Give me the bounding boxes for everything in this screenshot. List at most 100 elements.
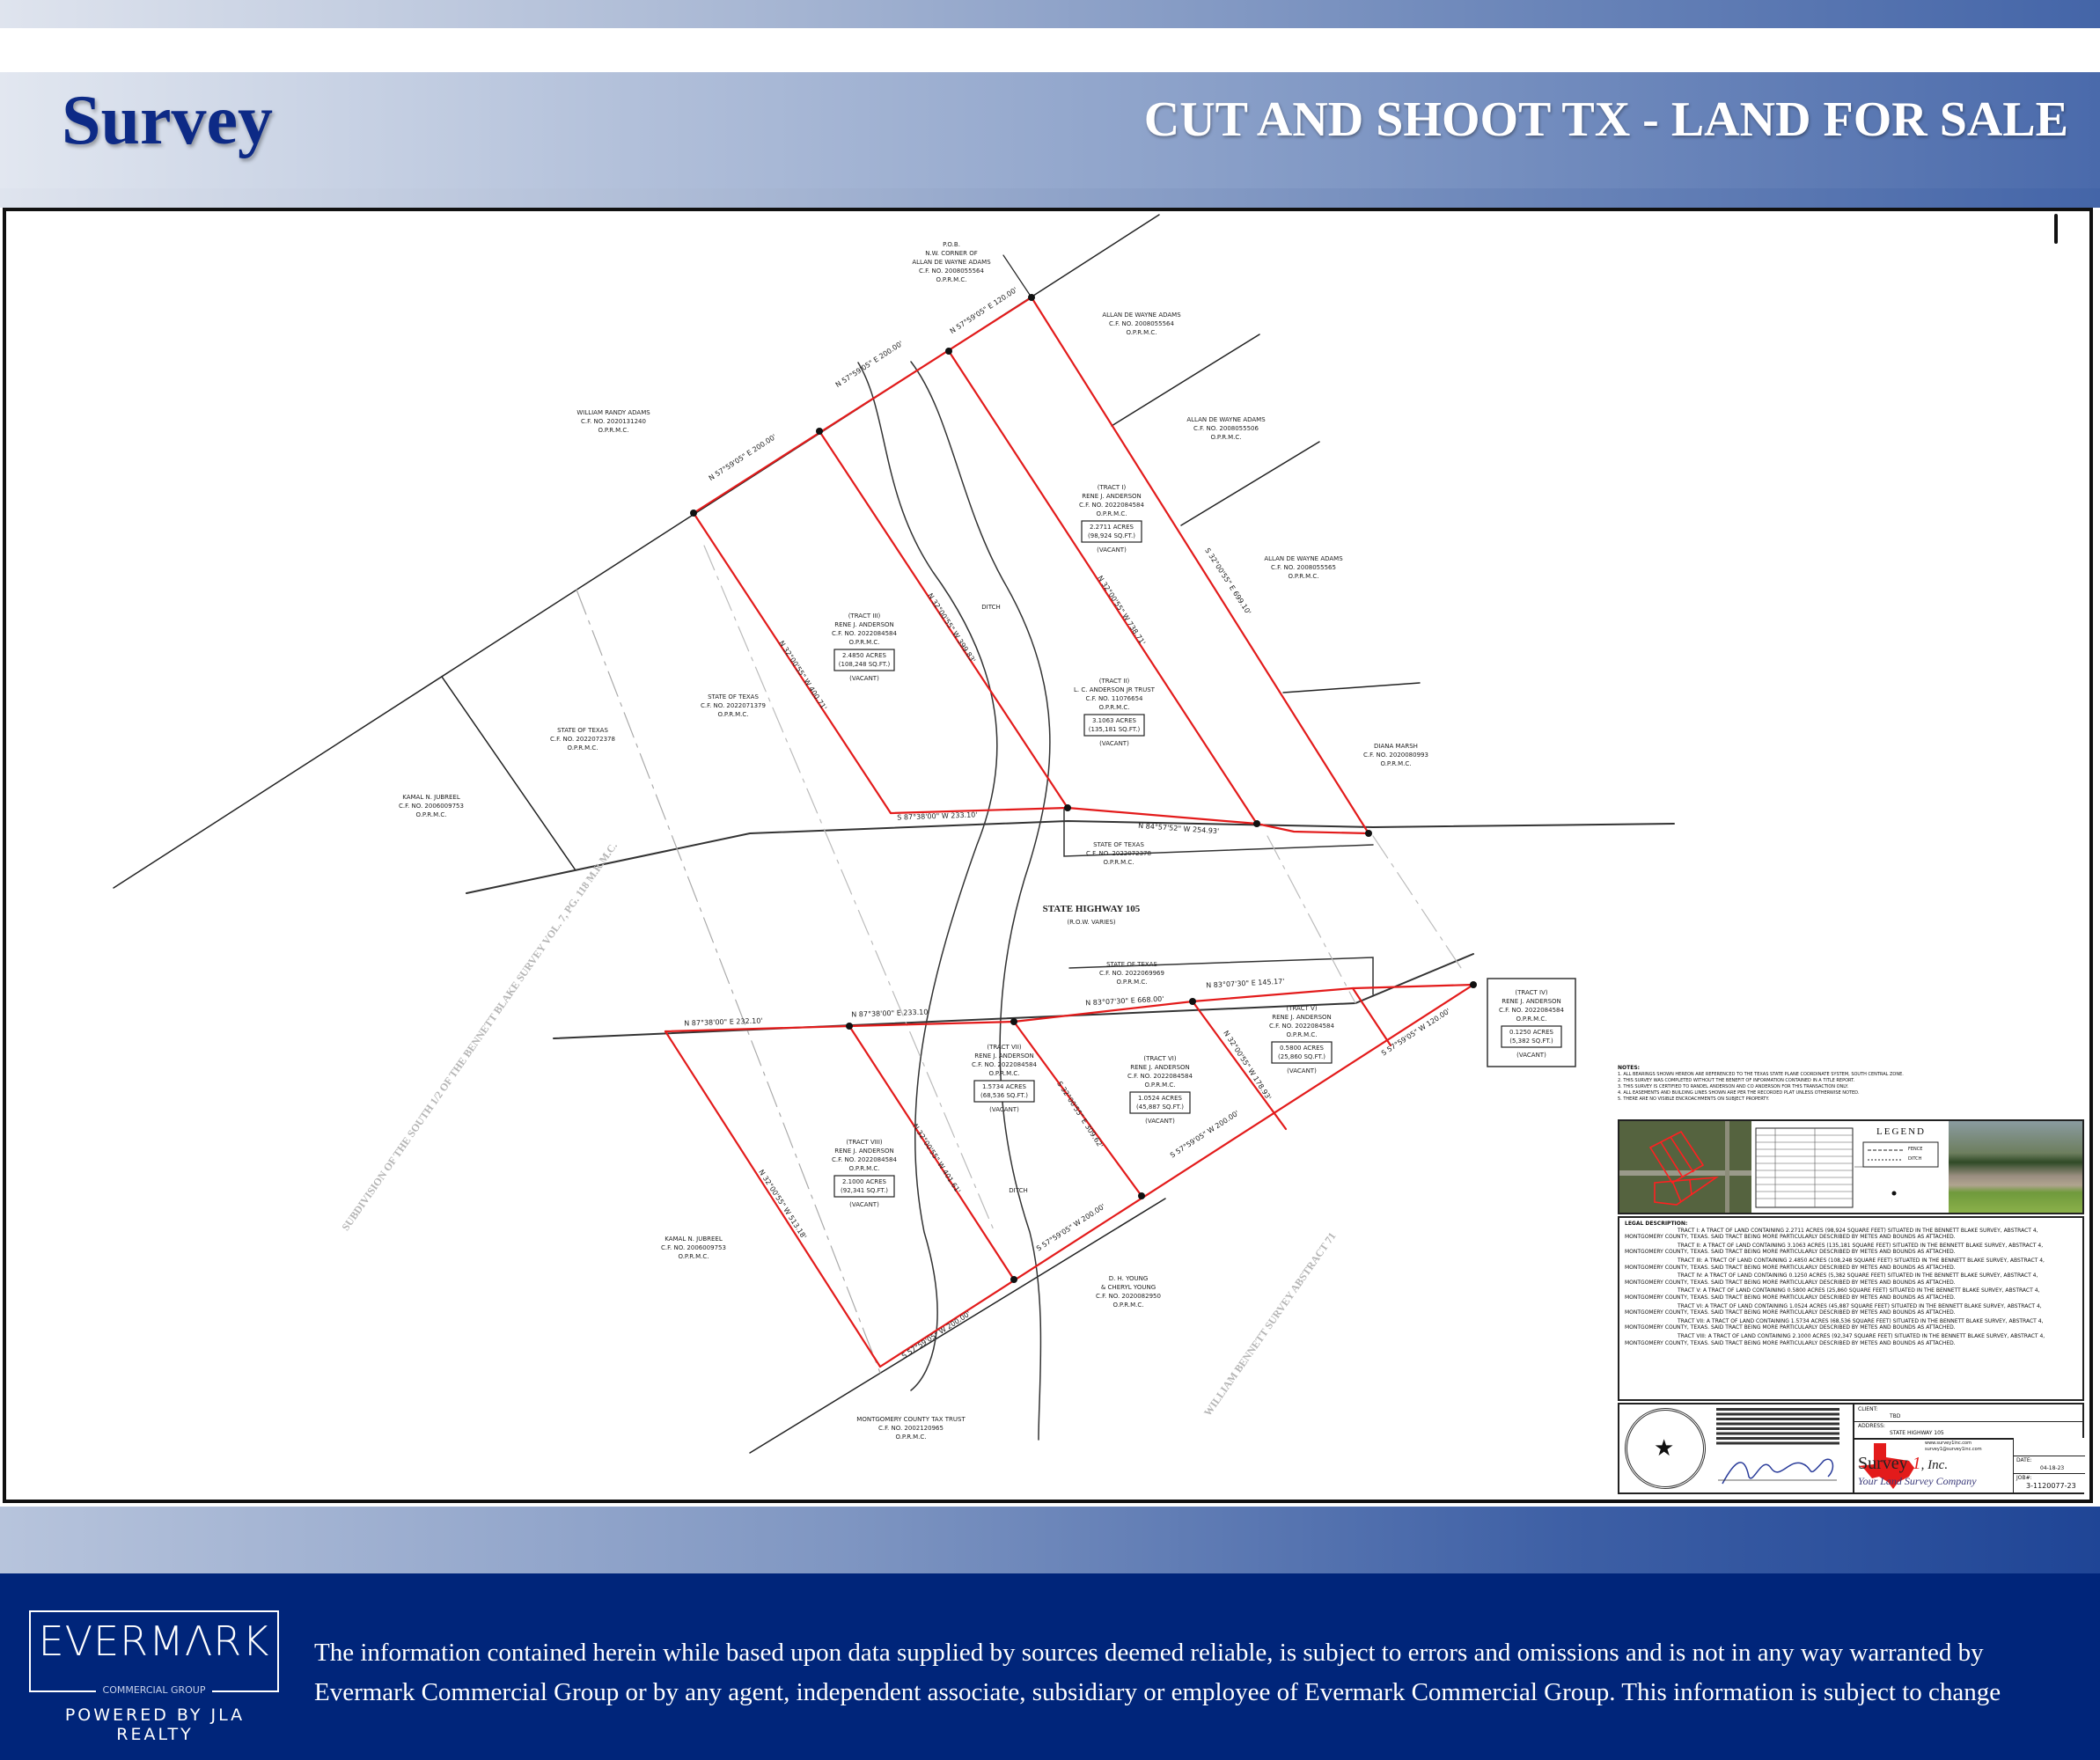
tract-iv-box [1487, 978, 1576, 1067]
owner-label: KAMAL N. JUBREEL [402, 794, 460, 801]
website: www.survey1inc.com [1925, 1441, 1972, 1446]
footer-decorative-band [0, 1507, 2100, 1573]
survey-monuments [690, 294, 1477, 1283]
bearing-distance-label: N 57°59'05" E 200.00' [834, 340, 905, 389]
vacant-label: (VACANT) [989, 1106, 1019, 1113]
upper-tracts [692, 296, 1370, 835]
acreage-box [833, 649, 895, 671]
tract-owner-label: C.F. NO. 2022084584 [1269, 1023, 1334, 1030]
vacant-label: (VACANT) [1516, 1052, 1546, 1059]
owner-label: MONTGOMERY COUNTY TAX TRUST [856, 1416, 966, 1423]
iron-rod-marker [1138, 1192, 1145, 1199]
iron-rod-marker [1470, 981, 1477, 988]
acreage-box [1501, 1025, 1562, 1048]
legend-title: LEGEND [1876, 1126, 1926, 1137]
acreage-label: (135,181 SQ.FT.) [1089, 726, 1141, 733]
acreage-label: 1.5734 ACRES [982, 1083, 1027, 1090]
ditch-line [857, 362, 998, 1391]
tract-boundary [1191, 1000, 1288, 1131]
page-title: Survey [62, 82, 273, 159]
owner-label: C.F. NO. 2020082950 [1096, 1293, 1161, 1300]
owner-label: O.P.R.M.C. [1112, 1302, 1143, 1309]
logo-subtitle-text: COMMERCIAL GROUP [95, 1684, 213, 1696]
job-number: 3-1120077-23 [2026, 1482, 2076, 1490]
ditch-label: DITCH [1009, 1187, 1027, 1194]
owner-label: C.F. NO. 2022072378 [1086, 850, 1151, 857]
highway-north-edge [466, 819, 1675, 894]
tract-owner-label: O.P.R.M.C. [1098, 704, 1129, 711]
company-number: 1 [1912, 1454, 1921, 1473]
acreage-label: (25,860 SQ.FT.) [1278, 1053, 1325, 1060]
acreage-label: (68,536 SQ.FT.) [980, 1092, 1028, 1099]
tract-boundary [664, 983, 1475, 1033]
legal-tract: TRACT VI: A TRACT OF LAND CONTAINING 1.0… [1625, 1302, 2042, 1316]
note-item: 1. ALL BEARINGS SHOWN HEREON ARE REFEREN… [1618, 1072, 1904, 1077]
aerial-map-image [1619, 1121, 1751, 1213]
iron-rod-marker [945, 348, 952, 355]
logo-wordmark: EVERMΛRK [38, 1617, 270, 1665]
legal-tract: TRACT I: A TRACT OF LAND CONTAINING 2.27… [1625, 1227, 2038, 1241]
bearing-distance-label: N 32°00'55" W 738.71' [1096, 575, 1147, 647]
texas-map-icon [1858, 1443, 1914, 1489]
row-parcel-line [1068, 957, 1374, 995]
acreage-box [1129, 1091, 1191, 1114]
owner-label: C.F. NO. 2006009753 [399, 803, 464, 810]
email: survey1@survey1inc.com [1925, 1447, 1982, 1452]
owner-label: C.F. NO. 2022071379 [701, 702, 766, 709]
abstract-line [576, 589, 881, 1374]
tract-owner-label: L. C. ANDERSON JR TRUST [1074, 686, 1156, 693]
boundary-line [749, 1198, 1166, 1454]
survey-plat-frame [3, 208, 2093, 1503]
abstract-line [1267, 835, 1356, 1004]
vacant-label: (VACANT) [1145, 1118, 1175, 1125]
tract-boundary [878, 983, 1475, 1368]
acreage-box [1271, 1041, 1333, 1064]
bearing-distance-label: N 32°00'55" W 513.18' [757, 1169, 808, 1241]
boundary-line [1282, 682, 1421, 693]
legal-tract: TRACT IV: A TRACT OF LAND CONTAINING 0.1… [1625, 1272, 2038, 1286]
star-icon: ★ [1654, 1435, 1675, 1462]
tract-owner-label: RENE J. ANDERSON [1272, 1014, 1332, 1021]
acreage-label: (92,341 SQ.FT.) [841, 1187, 888, 1194]
owner-label: C.F. NO. 2008055506 [1193, 425, 1259, 432]
owner-label: WILLIAM RANDY ADAMS [576, 409, 650, 416]
tract-owner-label: O.P.R.M.C. [1516, 1016, 1546, 1023]
vacant-label: (VACANT) [849, 675, 879, 682]
owner-label: C.F. NO. 2020080993 [1363, 752, 1428, 759]
tract-owner-label: C.F. NO. 2022084584 [832, 630, 897, 637]
iron-rod-marker [1189, 998, 1196, 1005]
acreage-label: 2.2711 ACRES [1090, 524, 1134, 531]
surveyor-tagline: Your Land Survey Company [1858, 1475, 1977, 1487]
acreage-label: 0.1250 ACRES [1509, 1029, 1554, 1036]
client-value: TBD [1890, 1413, 1901, 1419]
owner-label: ALLAN DE WAYNE ADAMS [912, 259, 991, 266]
iron-rod-marker [846, 1023, 853, 1030]
tract-boundary [692, 296, 1033, 515]
owner-label: STATE OF TEXAS [1093, 841, 1144, 848]
owner-label: O.P.R.M.C. [678, 1253, 709, 1260]
bearing-distance-label: N 87°38'00" E 233.10' [851, 1008, 930, 1018]
date-value: 04-18-23 [2040, 1465, 2065, 1471]
title-block: NOTES: 1. ALL BEARINGS SHOWN HEREON ARE … [1618, 1065, 2085, 1494]
tract-boundary [664, 1030, 882, 1368]
legend-item-ditch: DITCH [1908, 1156, 1922, 1162]
acreage-label: (5,382 SQ.FT.) [1509, 1038, 1553, 1045]
tract-owner-label: C.F. NO. 2022084584 [832, 1156, 897, 1163]
company-suffix: , Inc. [1920, 1458, 1949, 1472]
acreage-label: 2.1000 ACRES [842, 1178, 887, 1185]
certification-text [1716, 1408, 1839, 1447]
iron-rod-marker [1253, 820, 1260, 827]
legend-table: LEGEND FENCE DITCH [1753, 1121, 1945, 1213]
tract-owner-label: C.F. NO. 2022084584 [1079, 502, 1144, 509]
logo-subtitle: COMMERCIAL GROUP [29, 1684, 279, 1696]
tract-owner-label: O.P.R.M.C. [848, 639, 879, 646]
page-header: Survey CUT AND SHOOT TX - LAND FOR SALE [0, 72, 2100, 188]
job-info: CLIENT: TBD ADDRESS: STATE HIGHWAY 105 w… [1853, 1404, 2085, 1492]
tract-owner-label: C.F. NO. 2022084584 [972, 1061, 1037, 1068]
company-word: Survey [1858, 1454, 1908, 1473]
owner-label: ALLAN DE WAYNE ADAMS [1186, 416, 1266, 423]
ditch-line [910, 361, 1051, 1441]
iron-rod-marker [1064, 804, 1071, 811]
owner-label: O.P.R.M.C. [1210, 434, 1241, 441]
tract-owner-label: (TRACT VII) [987, 1044, 1022, 1051]
